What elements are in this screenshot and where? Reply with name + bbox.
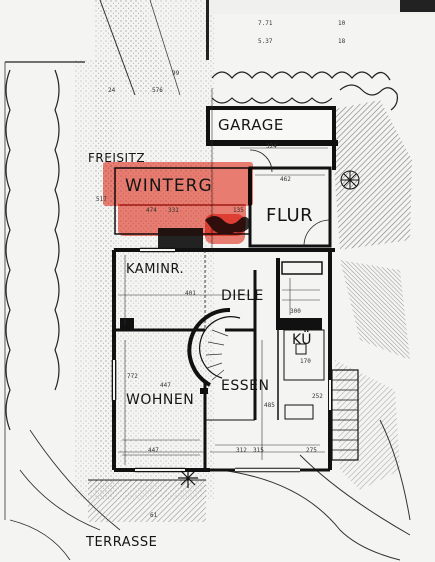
- room-label-wohnen: WOHNEN: [126, 392, 195, 408]
- dim-side-1: 517: [96, 196, 107, 203]
- dim-wohnen-width-bottom: 447: [148, 447, 159, 454]
- room-wohnen[interactable]: WOHNEN: [116, 332, 204, 468]
- dim-kamin-width: 401: [185, 290, 196, 297]
- area-label-terrasse: TERRASSE: [86, 535, 158, 550]
- dim-ku-width: 252: [312, 393, 323, 400]
- dim-misc-2: 24: [108, 87, 116, 94]
- room-kueche[interactable]: KÜ: [280, 330, 328, 380]
- room-label-essen: ESSEN: [221, 378, 270, 394]
- room-garage[interactable]: GARAGE: [210, 110, 332, 142]
- dim-winterg-width: 474: [146, 207, 157, 214]
- dim-ku-height: 170: [300, 358, 311, 365]
- wintergarten-highlight-stub: [205, 214, 245, 244]
- room-diele[interactable]: DIELE: [207, 252, 277, 330]
- dim-side-2: 135: [233, 207, 244, 214]
- wintergarten-highlight: [103, 162, 253, 206]
- dim-misc-4: 61: [150, 512, 158, 519]
- room-label-diele: DIELE: [221, 288, 264, 304]
- room-flur[interactable]: FLUR: [252, 170, 328, 244]
- area-label-freisitz: FREISITZ: [88, 151, 146, 165]
- room-label-garage: GARAGE: [218, 116, 284, 134]
- dim-top-4: 18: [338, 38, 346, 45]
- dim-garage-width: 324: [266, 143, 277, 150]
- dim-essen-width: 312: [236, 447, 247, 454]
- dim-bottom-2: 275: [306, 447, 317, 454]
- room-kaminraum[interactable]: KAMINR.: [116, 252, 204, 328]
- dim-diele-width: 300: [290, 308, 301, 315]
- dim-top-3: 10: [338, 20, 346, 27]
- room-label-winterg: WINTERG: [125, 176, 213, 196]
- room-wintergarten[interactable]: WINTERG: [115, 168, 250, 228]
- room-label-ku: KÜ: [292, 332, 313, 348]
- dim-flur-width: 462: [280, 176, 291, 183]
- room-label-flur: FLUR: [266, 205, 314, 226]
- dim-wohnen-height: 772: [127, 373, 138, 380]
- dim-winterg-height: 331: [168, 207, 179, 214]
- dim-top-2: 5.37: [258, 38, 273, 45]
- room-label-kaminr: KAMINR.: [126, 262, 185, 277]
- dim-bottom-1: 315: [253, 447, 264, 454]
- dim-misc-1: 576: [152, 87, 163, 94]
- dim-top-1: 7.71: [258, 20, 273, 27]
- dim-essen-height: 485: [264, 402, 275, 409]
- dim-misc-3: 99: [172, 70, 180, 77]
- dim-wohnen-width: 447: [160, 382, 171, 389]
- room-essen[interactable]: ESSEN: [210, 372, 276, 418]
